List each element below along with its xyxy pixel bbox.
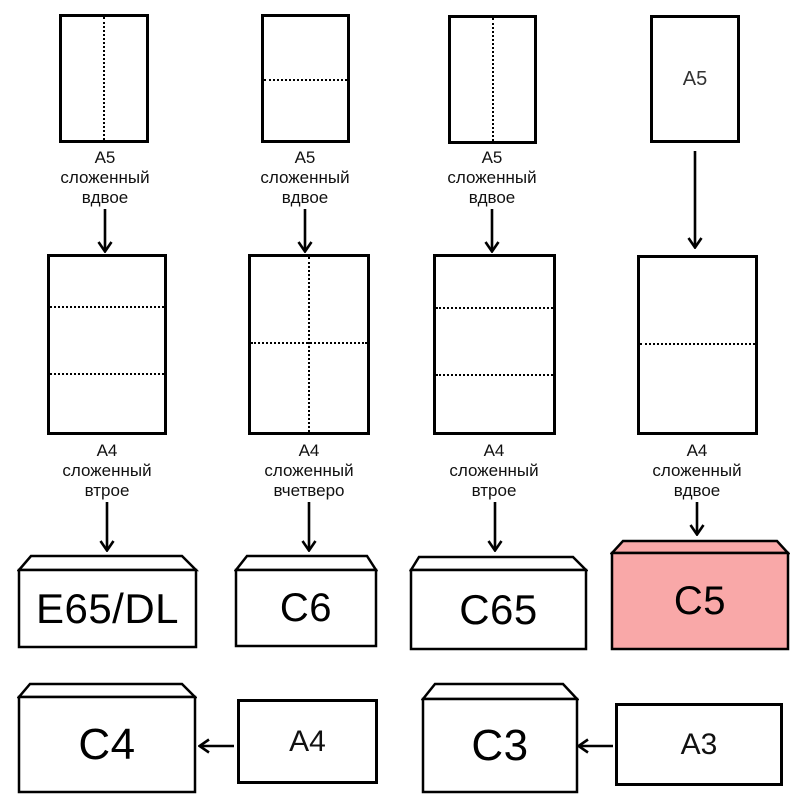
caption-a5-folded-half-3: A5 сложенный вдвое (407, 148, 577, 208)
envelope-c5-highlighted (610, 539, 790, 651)
caption-line: A5 (294, 148, 316, 167)
caption-line: вдвое (281, 188, 329, 207)
caption-a4-folded-half: A4 сложенный вдвое (612, 441, 782, 501)
arrow-head (687, 237, 703, 249)
caption-line: A4 (96, 441, 118, 460)
fold-line-vertical (491, 18, 494, 141)
envelope-flap (421, 682, 579, 701)
arrow-head (484, 241, 500, 253)
envelope-c65-label: C65 (459, 585, 538, 633)
arrow-down-icon (301, 502, 317, 552)
paper-a4-fold-thirds-1 (47, 254, 167, 435)
arrow-head (689, 524, 705, 536)
paper-a3-source: A3 (615, 703, 783, 786)
fold-line-horizontal (436, 374, 553, 376)
fold-line-horizontal (251, 342, 367, 344)
paper-a4-fold-quarters (248, 254, 370, 435)
paper-a5-fold-vertical-2 (448, 15, 537, 144)
envelope-body (17, 695, 197, 794)
caption-line: сложенный (264, 461, 354, 480)
arrow-down-icon (487, 502, 503, 552)
envelope-c65 (409, 555, 588, 651)
paper-a3-source-label: A3 (680, 727, 718, 761)
caption-line: A5 (94, 148, 116, 167)
caption-line: A4 (483, 441, 505, 460)
caption-line: A4 (686, 441, 708, 460)
envelope-c6 (234, 554, 378, 648)
paper-a5-inline-label: A5 (682, 67, 708, 90)
caption-line: сложенный (260, 168, 350, 187)
envelope-body (234, 568, 378, 648)
caption-line: сложенный (60, 168, 150, 187)
arrow-down-icon (97, 209, 113, 253)
caption-line: сложенный (449, 461, 539, 480)
paper-a4-source: A4 (237, 699, 378, 784)
paper-a5-unfolded: A5 (650, 15, 740, 143)
caption-line: вчетверо (273, 481, 345, 500)
caption-a4-folded-thirds-1: A4 сложенный втрое (22, 441, 192, 501)
caption-line: сложенный (652, 461, 742, 480)
paper-a4-fold-thirds-2 (433, 254, 556, 435)
caption-a4-folded-quarters: A4 сложенный вчетверо (224, 441, 394, 501)
fold-line-vertical (308, 257, 310, 432)
arrow-head (198, 738, 210, 754)
caption-line: A5 (481, 148, 503, 167)
envelope-e65dl (17, 554, 199, 649)
envelope-c5-label: C5 (673, 578, 727, 623)
envelope-flap (234, 554, 378, 572)
arrow-head (301, 540, 317, 552)
fold-line-horizontal (50, 306, 164, 308)
arrow-head (99, 540, 115, 552)
caption-line: втрое (84, 481, 130, 500)
arrow-down-icon (297, 209, 313, 253)
arrow-head (297, 241, 313, 253)
envelope-c6-label: C6 (279, 585, 333, 630)
caption-line: сложенный (62, 461, 152, 480)
arrow-left-icon (577, 738, 613, 754)
paper-a4-source-label: A4 (289, 724, 326, 758)
arrow-down-icon (484, 209, 500, 253)
arrow-down-icon (687, 151, 703, 249)
caption-line: втрое (471, 481, 517, 500)
caption-a5-folded-half-1: A5 сложенный вдвое (20, 148, 190, 208)
envelope-e65dl-label: E65/DL (35, 584, 180, 632)
envelope-c3-label: C3 (471, 720, 529, 770)
caption-line: сложенный (447, 168, 537, 187)
paper-a5-fold-vertical-1 (59, 14, 149, 143)
envelope-flap (409, 555, 588, 572)
paper-a5-fold-horizontal (261, 14, 350, 143)
caption-line: A4 (298, 441, 320, 460)
envelope-body (610, 551, 790, 651)
fold-line-vertical (103, 17, 105, 140)
envelope-c4 (17, 682, 197, 794)
arrow-down-icon (689, 502, 705, 536)
arrow-head (577, 738, 589, 754)
arrow-head (97, 241, 113, 253)
paper-a4-fold-half (637, 255, 758, 435)
fold-line-horizontal (436, 307, 553, 309)
envelope-body (17, 568, 198, 649)
caption-line: вдвое (468, 188, 516, 207)
caption-a5-folded-half-2: A5 сложенный вдвое (220, 148, 390, 208)
envelope-flap (17, 682, 197, 699)
fold-line-horizontal (50, 373, 164, 375)
envelope-c3 (421, 682, 579, 794)
envelope-body (421, 697, 579, 794)
fold-line-horizontal (264, 78, 347, 81)
arrow-left-icon (198, 738, 234, 754)
arrow-down-icon (99, 502, 115, 552)
fold-line-horizontal (640, 343, 755, 345)
envelope-flap (17, 554, 199, 572)
caption-line: вдвое (673, 481, 721, 500)
envelope-body (409, 568, 588, 651)
envelope-c4-label: C4 (78, 719, 136, 769)
caption-line: вдвое (81, 188, 129, 207)
caption-a4-folded-thirds-2: A4 сложенный втрое (409, 441, 579, 501)
arrow-head (487, 540, 503, 552)
envelope-flap (610, 539, 790, 555)
